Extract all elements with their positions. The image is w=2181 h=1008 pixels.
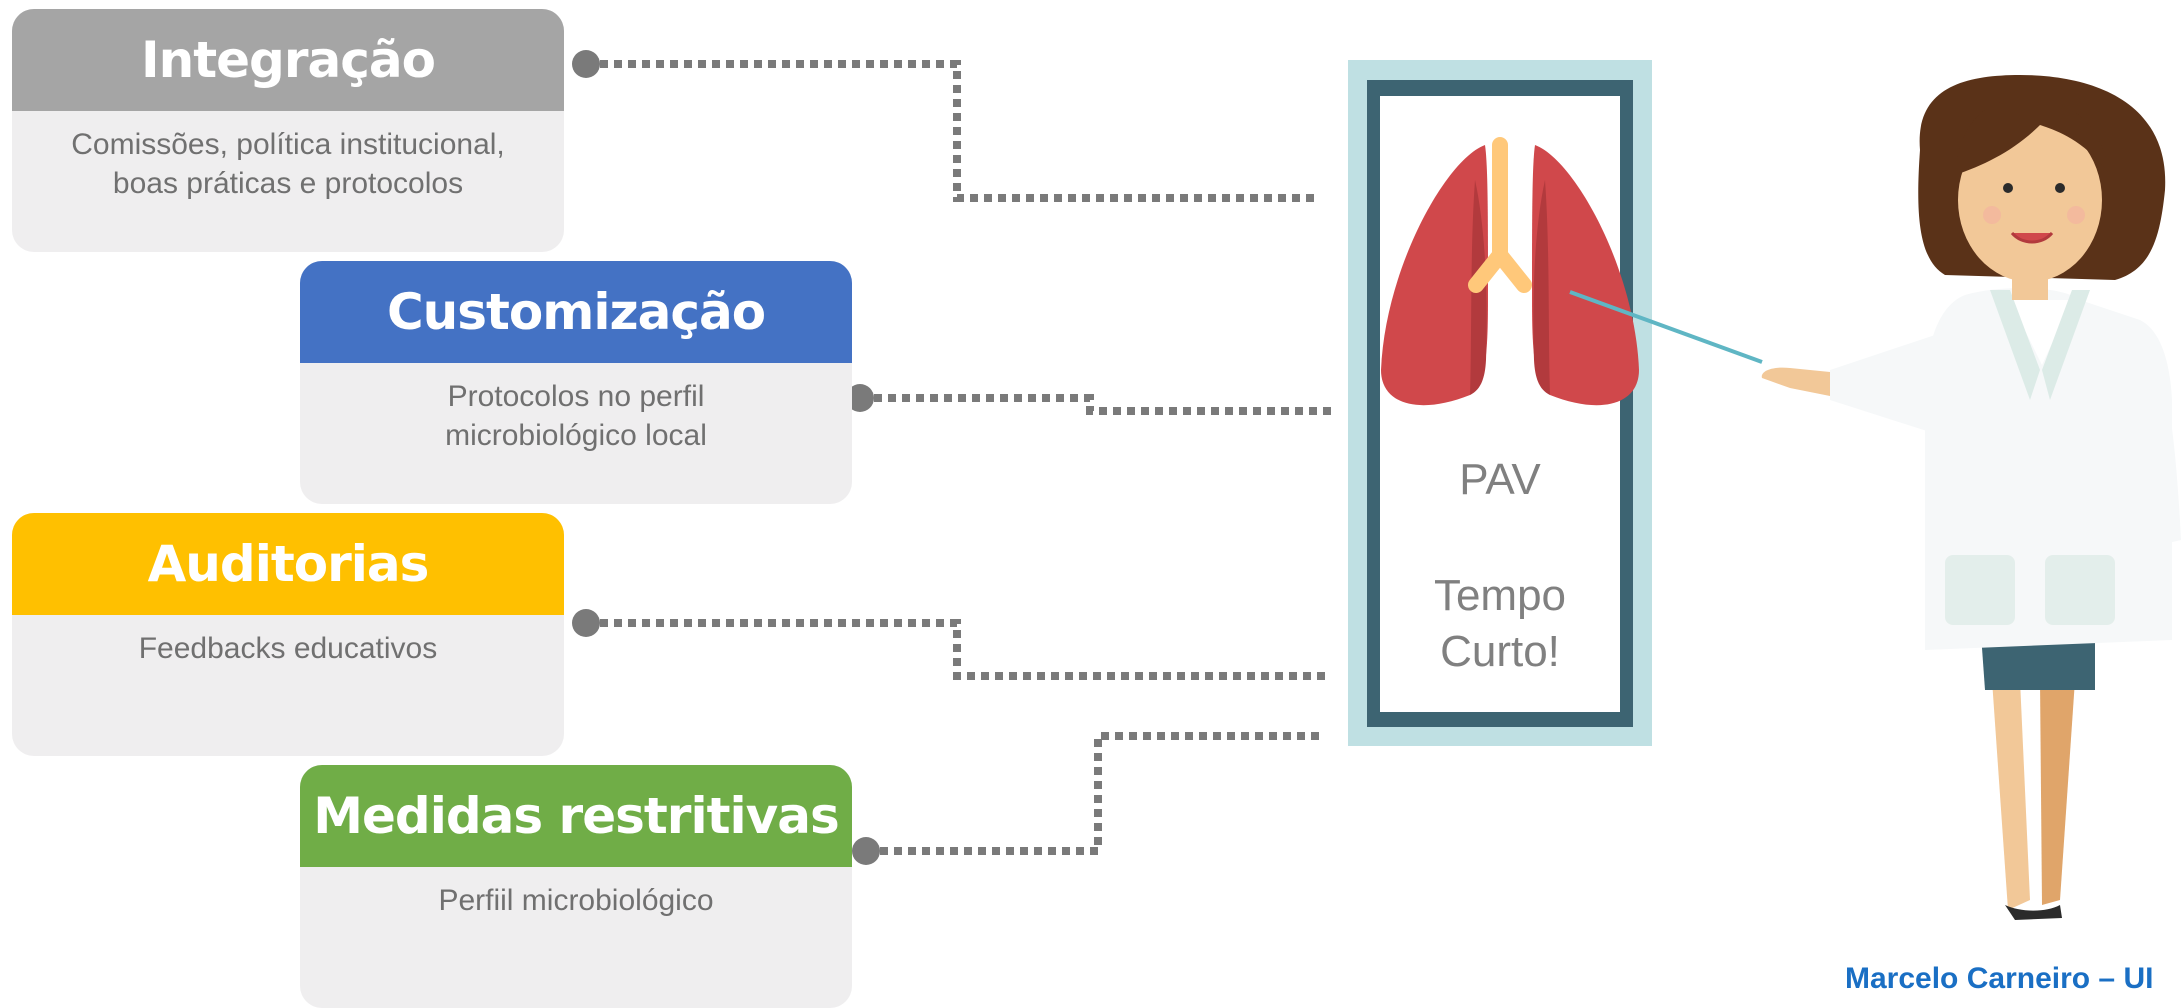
connector-customizacao <box>860 394 1335 415</box>
card-auditorias: Auditorias Feedbacks educativos <box>12 513 564 756</box>
card-title-customizacao: Customização <box>300 261 852 363</box>
connector-dot-3 <box>572 609 600 637</box>
card-customizacao: Customização Protocolos no perfil microb… <box>300 261 852 504</box>
card-line: Perfiil microbiológico <box>438 884 714 917</box>
pav-label: PAV <box>1459 455 1541 504</box>
connector-integracao <box>586 60 1320 202</box>
card-body-auditorias: Feedbacks educativos <box>12 615 564 668</box>
curto-label: Curto! <box>1440 627 1560 676</box>
connector-dot-4 <box>852 837 880 865</box>
card-line: Comissões, política institucional, <box>71 128 505 161</box>
card-line: microbiológico local <box>445 419 707 452</box>
connector-auditorias <box>586 619 1325 680</box>
connector-dot-1 <box>572 50 600 78</box>
connector-medidas <box>866 732 1320 855</box>
lungs-icon <box>1381 137 1639 406</box>
tempo-label: Tempo <box>1433 571 1567 620</box>
card-body-integracao: Comissões, política institucional, boas … <box>12 111 564 203</box>
author-footer: Marcelo Carneiro – UI <box>1845 962 2154 995</box>
card-medidas-restritivas: Medidas restritivas Perfiil microbiológi… <box>300 765 852 1008</box>
card-title-integracao: Integração <box>12 9 564 111</box>
card-title-auditorias: Auditorias <box>12 513 564 615</box>
card-body-medidas-restritivas: Perfiil microbiológico <box>300 867 852 920</box>
card-integracao: Integração Comissões, política instituci… <box>12 9 564 252</box>
card-line: Protocolos no perfil <box>447 380 705 413</box>
card-line: boas práticas e protocolos <box>112 167 464 200</box>
card-body-customizacao: Protocolos no perfil microbiológico loca… <box>300 363 852 455</box>
connector-dot-2 <box>846 384 874 412</box>
card-line: Feedbacks educativos <box>138 632 438 665</box>
card-title-medidas-restritivas: Medidas restritivas <box>300 765 852 867</box>
